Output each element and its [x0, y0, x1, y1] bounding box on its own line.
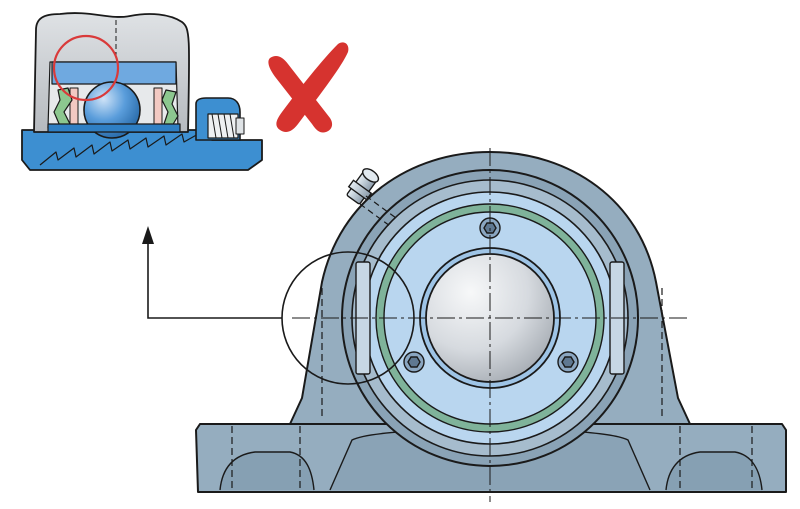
grease-nipple [346, 168, 397, 227]
grub-screw-right [557, 351, 579, 373]
inset-gasket-left [69, 87, 79, 125]
center-lines [292, 148, 690, 502]
inset-detail [21, 12, 263, 171]
hidden-lines [231, 288, 753, 492]
inset-outer-ring [51, 61, 177, 85]
leader-line [147, 238, 282, 319]
inset-inner-race [47, 123, 181, 133]
inset-gasket-right [153, 87, 163, 125]
grub-screw-left [403, 351, 425, 373]
detail-callout [147, 238, 415, 385]
problem-highlight-circle [52, 34, 120, 102]
inset-set-screw [207, 113, 245, 139]
arrow-up-icon [142, 226, 154, 244]
inset-base-grooves [39, 132, 201, 166]
cross-mark-icon [268, 42, 349, 133]
